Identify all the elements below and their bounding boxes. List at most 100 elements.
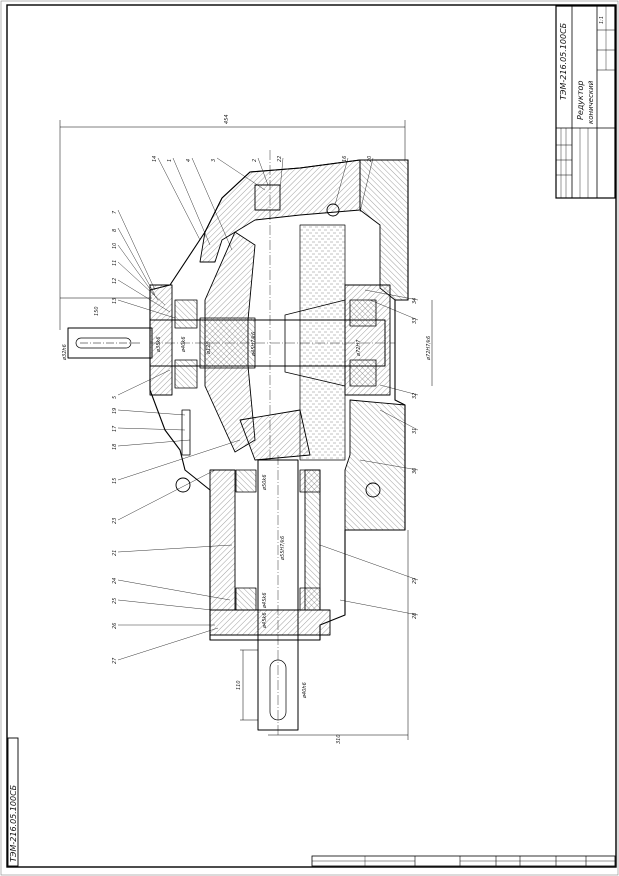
- housing-wall-right: [359, 159, 409, 301]
- leader-line: [117, 544, 233, 553]
- leader-line: [117, 299, 176, 319]
- leader-line: [339, 599, 419, 616]
- signature-strip: [311, 855, 616, 867]
- side-stamp-code: ТЭМ-216.05.100СБ: [9, 784, 18, 862]
- leader-line: [117, 427, 186, 431]
- leader-number: 27: [112, 657, 118, 664]
- dim-overall-width: 454: [224, 114, 230, 124]
- sight-glass: [181, 409, 191, 456]
- leader-number: 18: [112, 444, 118, 450]
- leader-line: [191, 157, 233, 251]
- leader-number: 30: [412, 468, 418, 474]
- leader-line: [257, 157, 269, 186]
- leader-number: 7: [112, 210, 118, 214]
- leader-number: 17: [112, 425, 118, 432]
- leader-line: [359, 459, 419, 471]
- mount-hole-right: [365, 482, 381, 498]
- leader-line: [334, 157, 349, 206]
- leader-number: 21: [112, 550, 118, 556]
- dimension-texts: 454 150 ø32h6 ø35k6 ø40k6 ø120 ø45H7/k6 …: [62, 114, 432, 744]
- housing-outline: [149, 159, 409, 641]
- leader-line: [117, 261, 166, 306]
- leader-number: 32: [412, 393, 418, 399]
- housing-wall-top: [199, 159, 361, 263]
- leader-line: [172, 157, 211, 246]
- gear-hub: [199, 317, 256, 369]
- leader-line: [117, 369, 171, 396]
- input-shaft-key: [75, 337, 132, 349]
- output-shaft-key: [269, 659, 287, 721]
- leader-number: 10: [112, 243, 118, 249]
- dim-bore-vertical: ø45k6: [262, 613, 268, 630]
- tapered-sleeve: [284, 299, 346, 387]
- leader-line: [117, 439, 241, 481]
- dim-bore-left-2: ø40k6: [181, 337, 187, 354]
- leader-line: [216, 157, 266, 191]
- leader-number: 25: [112, 598, 118, 604]
- lower-bearing-3: [235, 587, 257, 611]
- leader-line: [379, 409, 419, 431]
- leader-number: 31: [412, 428, 418, 434]
- lower-bearing-2: [299, 469, 321, 493]
- leader-line: [369, 299, 419, 321]
- leader-line: [359, 157, 374, 213]
- breather: [254, 184, 281, 211]
- leader-number: 16: [342, 156, 348, 162]
- leader-number: 1: [167, 159, 173, 162]
- dim-bore-lower-1: ø50k6: [262, 475, 268, 492]
- mount-hole-left: [175, 477, 191, 493]
- leader-line: [319, 544, 419, 581]
- right-bearing-2: [349, 359, 377, 387]
- bevel-pinion: [239, 409, 311, 461]
- leader-line: [157, 157, 201, 241]
- drawing-name-line2: конический: [587, 80, 595, 124]
- lower-bearing-4: [299, 587, 321, 611]
- dim-bore-left-1: ø35k6: [156, 337, 162, 354]
- dim-input-shaft-dia: ø32h6: [62, 344, 68, 361]
- dim-output-shaft-dia: ø40h6: [302, 682, 308, 699]
- leader-number: 28: [412, 613, 418, 619]
- leader-line: [117, 409, 186, 416]
- leader-number: 15: [112, 478, 118, 484]
- side-stamp: ТЭМ-216.05.100СБ: [7, 737, 19, 867]
- leader-number: 11: [112, 260, 118, 266]
- dim-output-bottom-width: 310: [336, 734, 342, 744]
- leader-number: 2: [252, 159, 258, 162]
- dim-fit-center: ø45H7/k6: [251, 332, 257, 357]
- leader-line: [117, 599, 213, 611]
- leader-line: [379, 384, 419, 396]
- leader-number: 23: [112, 518, 118, 524]
- left-bearing-2: [174, 359, 198, 389]
- leader-number: 19: [112, 408, 118, 414]
- left-bearing-1: [174, 299, 198, 329]
- leader-line: [117, 579, 231, 601]
- gearbox-section-drawing: [67, 150, 409, 735]
- leader-line: [117, 279, 171, 313]
- leader-line: [117, 627, 219, 661]
- lower-cap: [209, 609, 331, 636]
- dim-input-shaft-len: 150: [94, 306, 100, 316]
- title-block: ТЭМ-216.05.100СБ Редуктор конический 1:1: [555, 5, 616, 199]
- housing-wall-right-lower: [344, 399, 406, 531]
- drain-plug: [326, 203, 340, 217]
- leader-number: 8: [112, 229, 118, 232]
- leader-line: [117, 469, 216, 521]
- leader-number: 5: [112, 396, 118, 399]
- dim-fit-lower: ø55H7/k6: [280, 536, 286, 561]
- dim-output-shaft-len: 110: [236, 680, 242, 690]
- leader-number: 4: [186, 159, 192, 162]
- oil-bath: [299, 224, 346, 461]
- drawing-scale: 1:1: [599, 16, 605, 24]
- leader-number: 20: [367, 156, 373, 162]
- drawing-code: ТЭМ-216.05.100СБ: [559, 22, 568, 100]
- leader-number: 14: [152, 156, 158, 162]
- dim-fit-right-1: ø72H7: [356, 339, 362, 357]
- leader-number: 24: [112, 578, 118, 584]
- leader-line: [364, 289, 419, 301]
- sheet-frame: [6, 4, 617, 868]
- leader-number: 22: [277, 156, 283, 162]
- leader-number: 13: [112, 298, 118, 304]
